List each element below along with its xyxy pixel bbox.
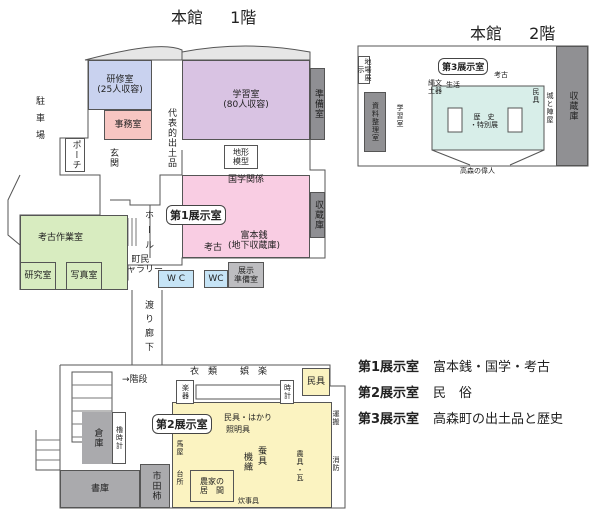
annex-instruments: 楽器: [176, 380, 194, 404]
hall-label: ホール: [143, 210, 153, 255]
national-studies-label: 国学関係: [228, 175, 265, 185]
archaeology-label-1f: 考古: [204, 243, 223, 253]
badge-exhibit-3: 第3展示室: [438, 58, 489, 75]
parking-label: 駐車場: [34, 96, 44, 147]
annex-stairs-label: →階段: [122, 375, 148, 385]
entrance-label: 玄関: [108, 148, 118, 168]
floor2-ground-exhibit: 地場展示: [357, 56, 372, 84]
wc-2: WC: [204, 270, 228, 288]
annex-entertainment-label: 娯 楽: [240, 367, 268, 377]
wc-1: W C: [158, 270, 194, 288]
floor2-takamori-label: 高森の偉人: [460, 167, 495, 175]
annex-silk-label: 蚕具: [256, 446, 266, 466]
annex-farm-tools-label: 農具・瓦: [296, 450, 304, 482]
office: 事務室: [104, 110, 152, 140]
floor1-title: 本館 1階: [171, 8, 257, 27]
annex-farmhouse: 農家の 居 間: [190, 470, 234, 502]
annex-transport-label: 運搬: [332, 410, 340, 426]
annex-weaving-label: 機織: [242, 452, 252, 472]
annex-lighting-label: 照明具: [226, 425, 250, 434]
legend-item-1: 第1展示室富本銭・国学・考古: [358, 360, 551, 375]
floor2-history-label: 歴 史 ・特別展: [470, 113, 498, 129]
badge-exhibit-2: 第2展示室: [152, 414, 212, 434]
floor2-folk-label: 民具: [532, 88, 540, 104]
annex-clock: 櫓時計: [112, 412, 126, 464]
legend-item-2: 第2展示室民 俗: [358, 386, 473, 401]
annex-clock2: 時計: [280, 380, 294, 404]
representative-items-label: 代表的出土品: [166, 108, 176, 168]
floor2-storage: 収蔵庫: [556, 46, 588, 166]
floor2-jomon-label: 縄文 土器: [428, 79, 442, 95]
floor2-castle-label: 城と陣屋: [546, 92, 554, 124]
annex-persimmon: 市田柿: [140, 464, 170, 508]
storage-room-1: 収蔵庫: [310, 192, 325, 238]
tomisen-label: 富本銭 (地下収蔵庫): [228, 231, 281, 251]
annex-books: 書庫: [60, 470, 140, 508]
annex-horse-label: 馬屋: [176, 440, 184, 456]
annex-clothing-label: 衣 類: [190, 367, 218, 377]
photo-room: 写真室: [66, 262, 102, 290]
terrain-model: 地形 模型: [224, 145, 258, 169]
annex-fire-label: 消防: [332, 456, 340, 472]
research-room: 研究室: [20, 262, 56, 290]
annex-kitchen-label: 台所: [176, 470, 184, 486]
floor2-study-room-label: 学習室: [396, 104, 404, 128]
archaeo-workroom-label: 考古作業室: [38, 233, 84, 243]
floor2-life-label: 生活: [446, 81, 460, 89]
annex-cooking-label: 炊事具: [238, 497, 259, 505]
town-gallery-label: 町民 ギャラリー: [118, 255, 164, 275]
badge-exhibit-1: 第1展示室: [166, 205, 226, 225]
study-room-small: 研修室 (25人収容): [88, 60, 152, 110]
legend-item-3: 第3展示室高森町の出土品と歴史: [358, 412, 564, 427]
study-room-large: 学習室 (80人収容): [182, 60, 310, 140]
floor2-title: 本館 2階: [470, 24, 556, 43]
porch: ポーチ: [65, 138, 85, 172]
annex-folk-tools: 民具: [302, 368, 330, 396]
floor2-archaeology-label: 考古: [494, 71, 508, 79]
annex-folk-misc-label: 民具・はかり: [224, 413, 272, 422]
floor2-materials-room: 資料整理室: [364, 92, 386, 152]
prep-room: 準備室: [310, 68, 325, 140]
exhibit-prep-room: 展示 準備室: [228, 262, 264, 288]
annex-storage: 倉庫: [82, 412, 112, 464]
corridor-label: 渡り廊下: [143, 300, 153, 356]
